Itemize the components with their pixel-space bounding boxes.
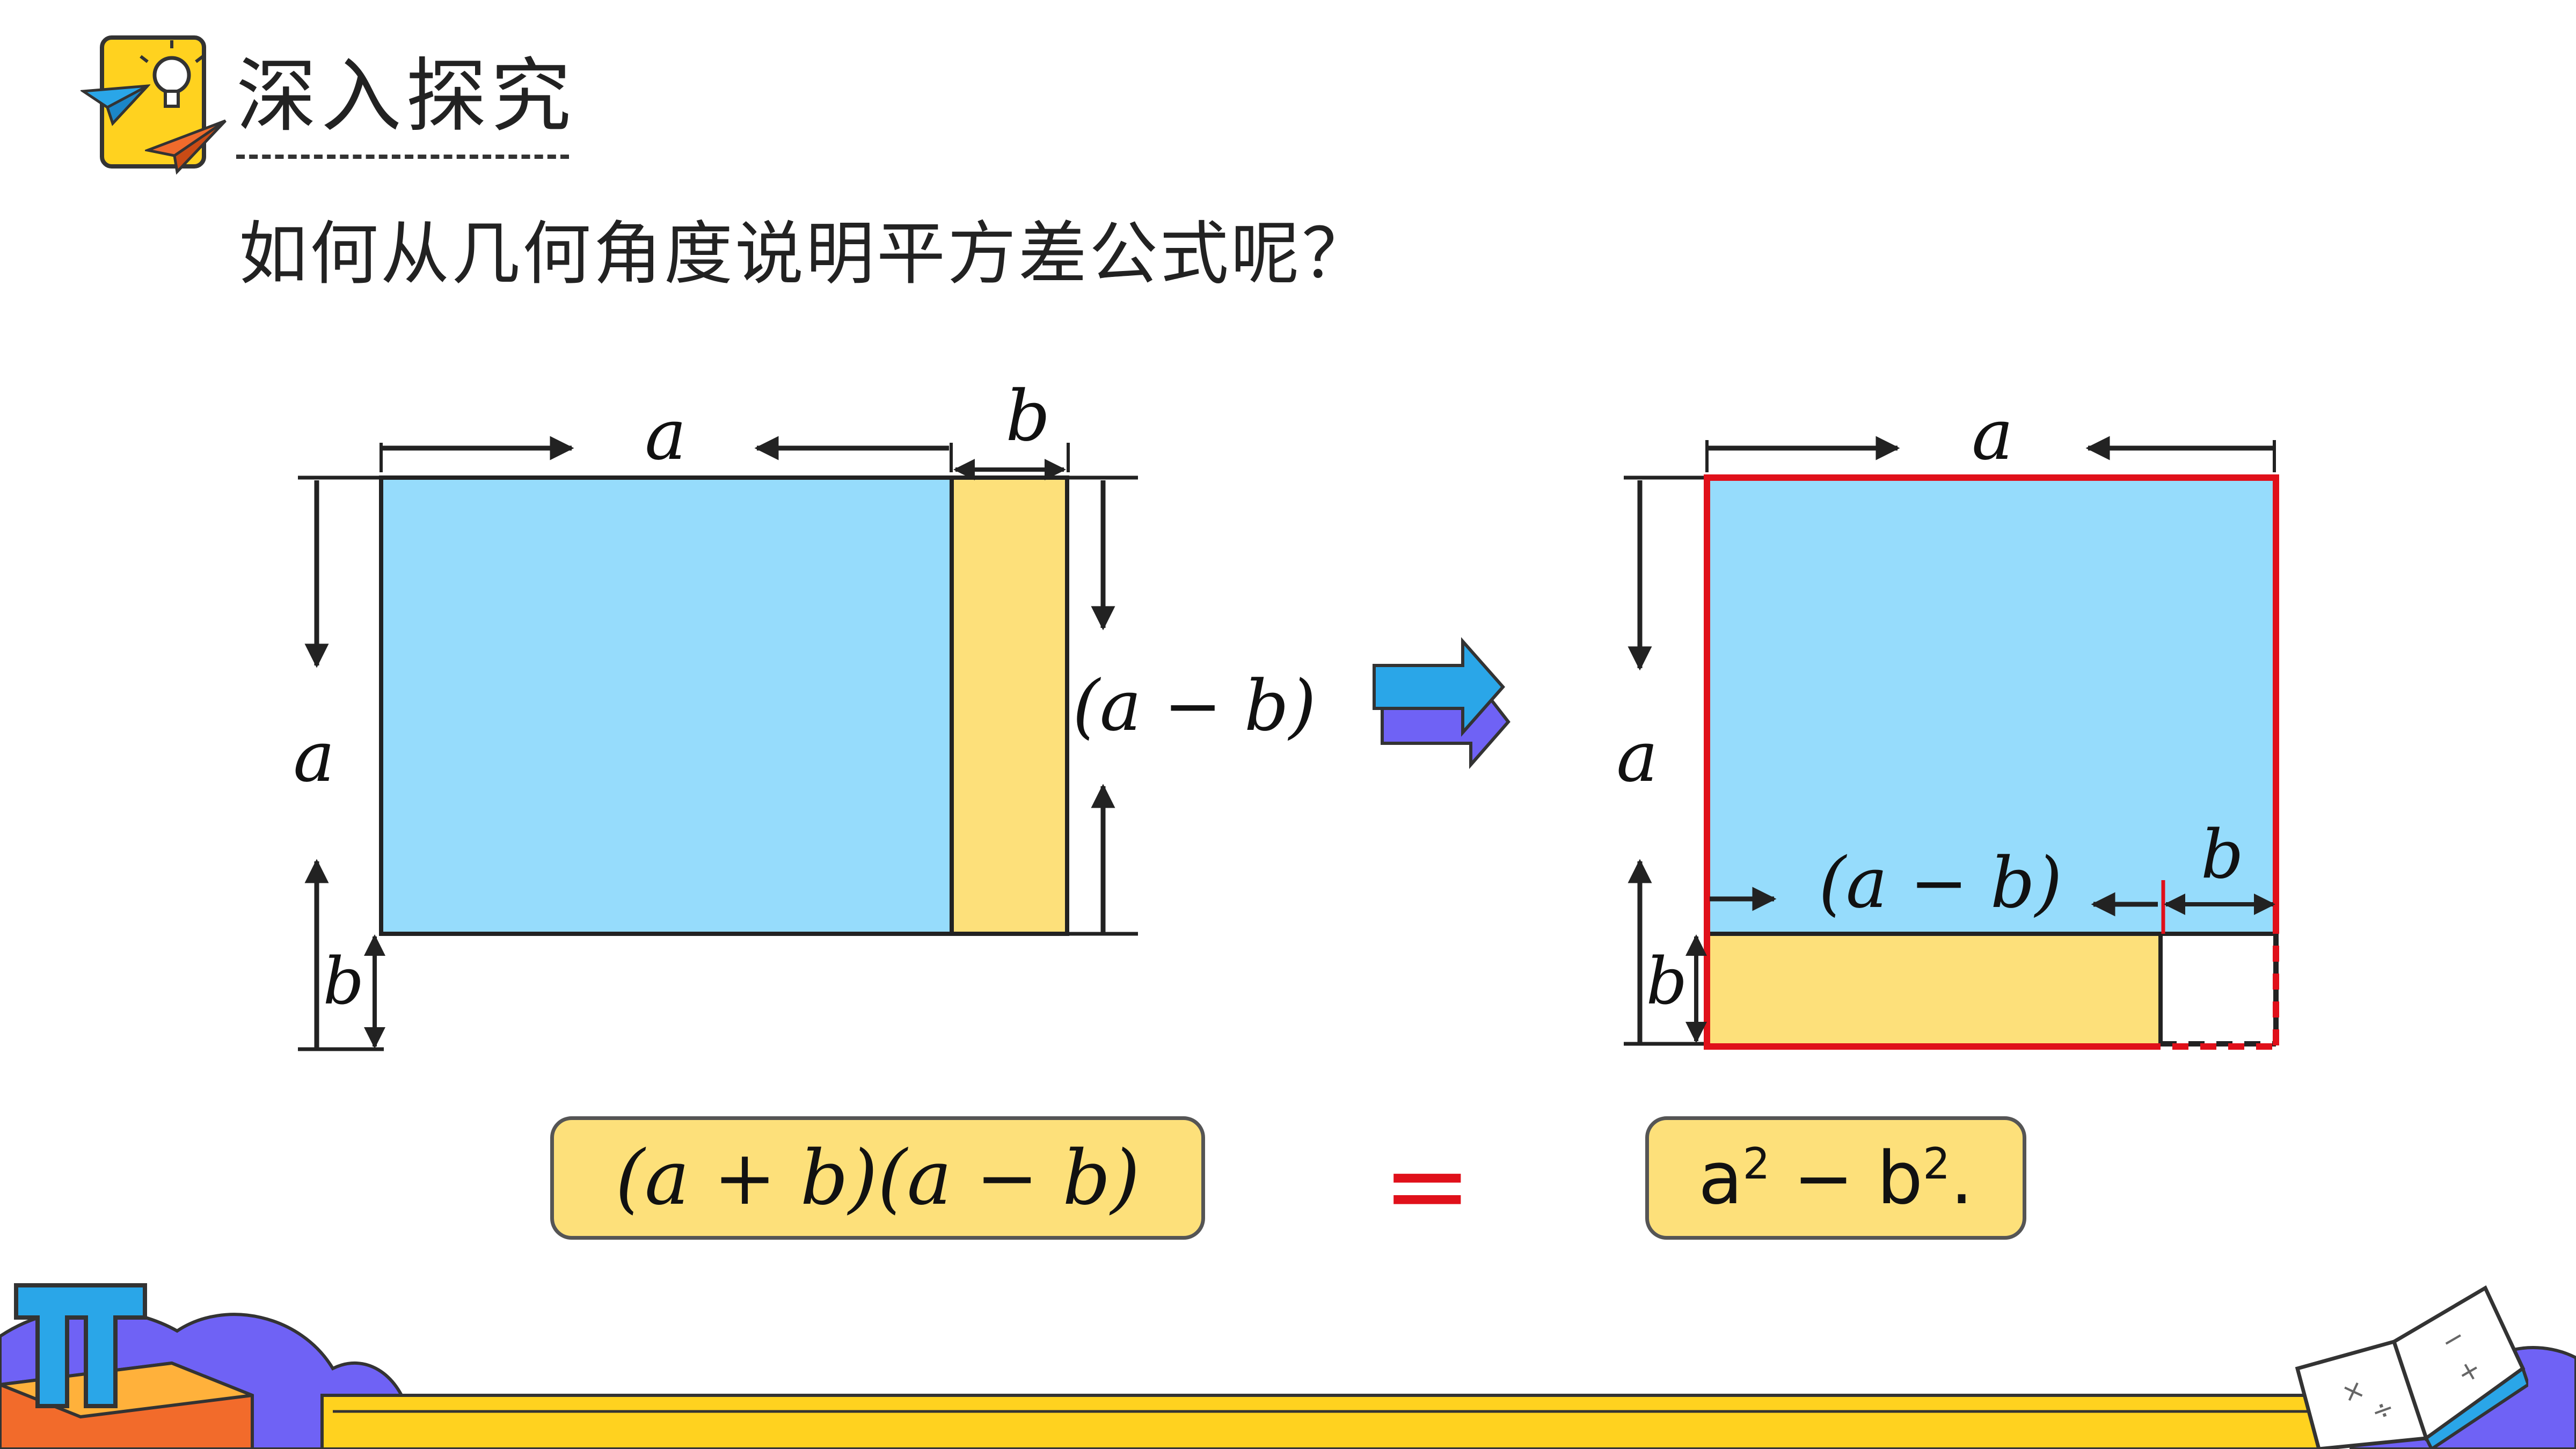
geometry-diagram: a b a b (a − b) [293,375,2279,1051]
pi-symbol-icon [14,1283,147,1408]
page-title: 深入探究 [236,50,576,143]
empty-corner [2161,934,2276,1046]
left-side-b-label: b [323,945,364,1019]
formula-left-text: (a + b)(a − b) [615,1134,1140,1222]
formula-right-base-a: a [1698,1136,1743,1220]
left-top-b-label: b [1005,375,1050,457]
formula-right-box: a2 − b2. [1645,1116,2026,1240]
paper-plane-icon [81,84,150,126]
formula-right-exp-b: 2 [1923,1138,1951,1189]
formula-right-base-b: b [1877,1136,1923,1220]
right-side-a-label: a [1616,716,1658,797]
formula-right-end: . [1950,1136,1974,1220]
left-side-a-label: a [293,716,335,797]
paper-plane-icon [145,119,227,175]
blue-square [379,475,954,936]
yellow-rectangle [1707,934,2161,1046]
left-top-a-label: a [645,394,687,475]
left-right-amb-label: (a − b) [1072,665,1316,747]
right-inner-b-label: b [2201,816,2244,894]
title-underline [236,155,569,159]
open-book-icon: × ÷ − + [2295,1285,2528,1449]
yellow-strip [950,475,1069,936]
blue-rectangle [1707,478,2276,934]
left-figure: a b a b (a − b) [293,375,1316,1051]
right-side-b-label: b [1646,945,1688,1019]
footer-decoration [0,1307,2576,1449]
equals-sign: = [1382,1123,1472,1248]
right-inner-amb-label: (a − b) [1819,842,2062,924]
right-top-a-label: a [1972,394,2013,475]
formula-right-minus: − [1770,1136,1877,1220]
formula-right-exp-a: 2 [1742,1138,1770,1189]
question-text: 如何从几何角度说明平方差公式呢？ [239,214,1373,294]
formula-right-text: a2 − b2. [1698,1136,1973,1220]
lightbulb-note-icon [100,35,206,169]
arrow-right-icon [1373,637,1510,769]
right-figure: a a b (a − b) b [1616,394,2279,1050]
formula-left-box: (a + b)(a − b) [550,1116,1205,1240]
